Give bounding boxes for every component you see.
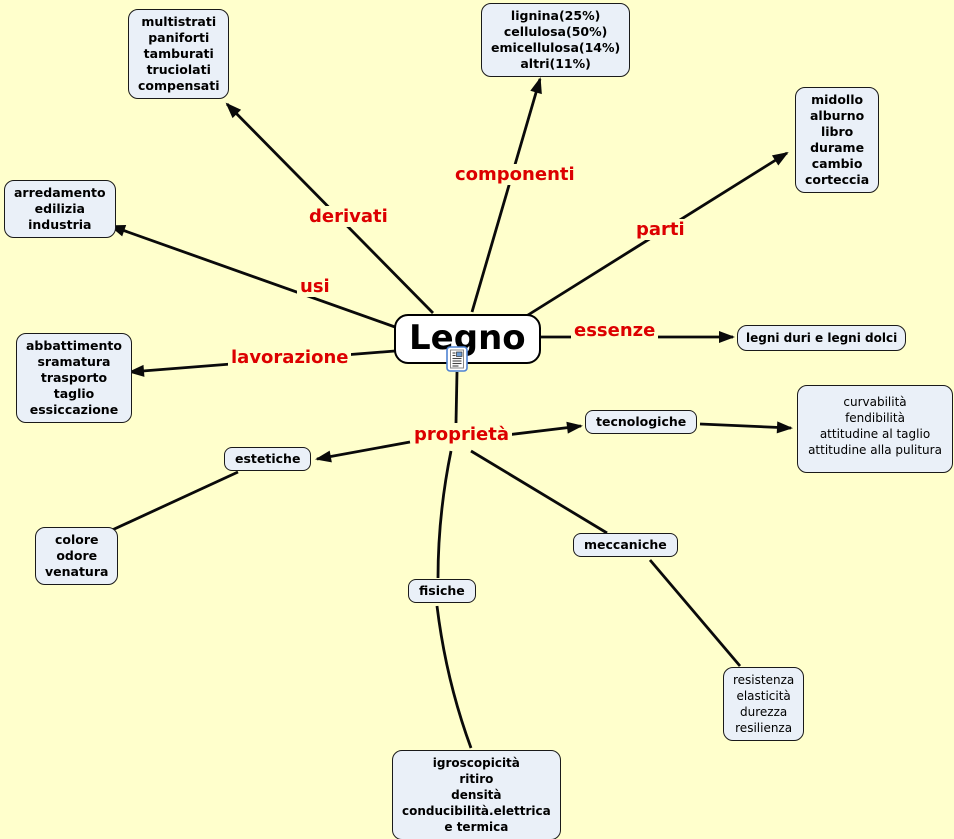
connector-tecnologiche-list — [699, 421, 793, 434]
concept-tecnologiche-list[interactable]: curvabilità fendibilità attitudine al ta… — [797, 385, 953, 473]
connector-proprieta-meccaniche — [470, 449, 608, 535]
concept-fisiche[interactable]: fisiche — [408, 579, 476, 603]
concept-meccaniche-list[interactable]: resistenza elasticità durezza resilienza — [723, 667, 805, 741]
linking-phrase-proprieta[interactable]: proprietà — [411, 424, 513, 445]
concept-estetiche-list[interactable]: colore odore venatura — [35, 527, 119, 585]
concept-lavorazione-list[interactable]: abbattimento sramatura trasporto taglio … — [16, 333, 132, 423]
concept-tecnologiche[interactable]: tecnologiche — [585, 410, 698, 434]
concept-fisiche-list[interactable]: igroscopicità ritiro densità conducibili… — [392, 750, 561, 839]
document-resource-icon[interactable] — [446, 346, 468, 372]
linking-phrase-componenti[interactable]: componenti — [452, 164, 578, 185]
connector-proprieta-fisiche — [436, 450, 453, 579]
linking-phrase-lavorazione[interactable]: lavorazione — [228, 347, 352, 368]
concept-meccaniche[interactable]: meccaniche — [573, 533, 678, 557]
concept-derivati-list[interactable]: multistrati paniforti tamburati truciola… — [128, 9, 230, 99]
concept-componenti-list[interactable]: lignina(25%) cellulosa(50%) emicellulosa… — [481, 3, 631, 77]
linking-phrase-derivati[interactable]: derivati — [306, 206, 391, 227]
connector-legno-usi — [109, 224, 396, 329]
connector-legno-proprieta — [454, 371, 459, 424]
connector-estetiche-list — [109, 470, 239, 533]
linking-phrase-parti[interactable]: parti — [633, 219, 688, 240]
concept-usi-list[interactable]: arredamento edilizia industria — [4, 180, 116, 238]
connector-proprieta-estetiche — [315, 440, 411, 463]
connector-legno-componenti — [470, 77, 542, 313]
connector-fisiche-list — [435, 605, 473, 749]
concept-estetiche[interactable]: estetiche — [224, 447, 312, 471]
concept-parti-list[interactable]: midollo alburno libro durame cambio cort… — [795, 87, 880, 193]
linking-phrase-essenze[interactable]: essenze — [571, 320, 659, 341]
connector-meccaniche-list — [648, 559, 742, 667]
linking-phrase-usi[interactable]: usi — [297, 276, 333, 297]
concept-essenze-list[interactable]: legni duri e legni dolci — [737, 325, 907, 351]
